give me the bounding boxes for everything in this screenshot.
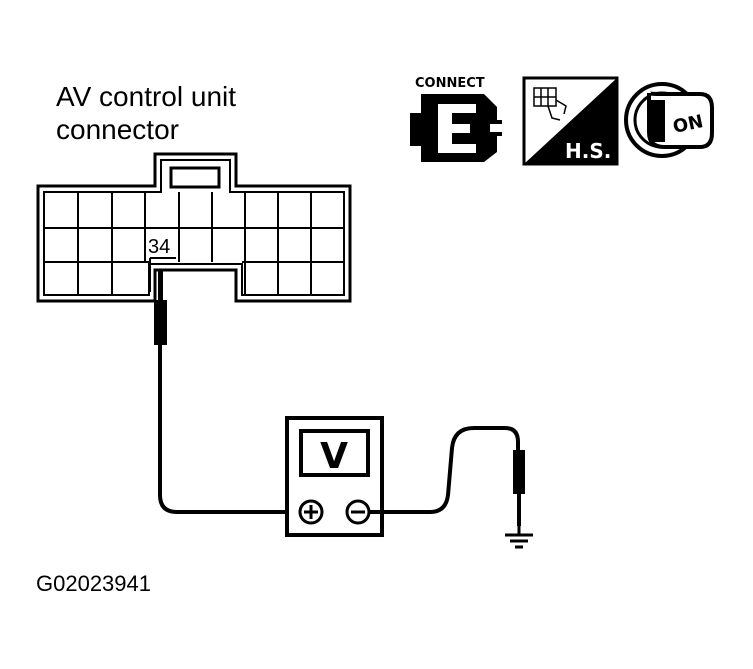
terminal-number: 34 (148, 236, 170, 258)
connector-shell-inner (43, 159, 345, 296)
ground-icon (505, 526, 533, 549)
av-control-unit-connector: 34 (36, 152, 352, 303)
connector-latch (169, 166, 221, 189)
connect-icon-label: CONNECT (415, 76, 485, 91)
connector-title-line2: connector (56, 114, 179, 145)
figure-id: G02023941 (36, 571, 151, 596)
harness-icon-label: H.S. (565, 139, 611, 163)
negative-terminal-icon (345, 499, 371, 525)
negative-probe-pin (517, 492, 521, 526)
voltmeter: V (285, 416, 384, 537)
positive-probe-pin (158, 270, 163, 302)
voltmeter-display (299, 429, 370, 477)
terminal-cavity-grid (44, 192, 344, 295)
negative-test-probe (369, 426, 525, 526)
connector-disconnected-icon: CONNECT (410, 76, 504, 162)
harness-side-icon: H.S. (522, 76, 619, 166)
positive-terminal-icon (298, 499, 324, 525)
negative-probe-handle (513, 450, 525, 494)
ignition-key-on-icon: ON (624, 82, 714, 158)
negative-probe-lead (369, 426, 520, 514)
positive-probe-lead (158, 344, 288, 514)
connector-title-line1: AV control unit (56, 81, 236, 112)
voltmeter-display-label: V (320, 436, 348, 477)
positive-probe-handle (154, 300, 167, 345)
positive-test-probe (154, 270, 288, 514)
